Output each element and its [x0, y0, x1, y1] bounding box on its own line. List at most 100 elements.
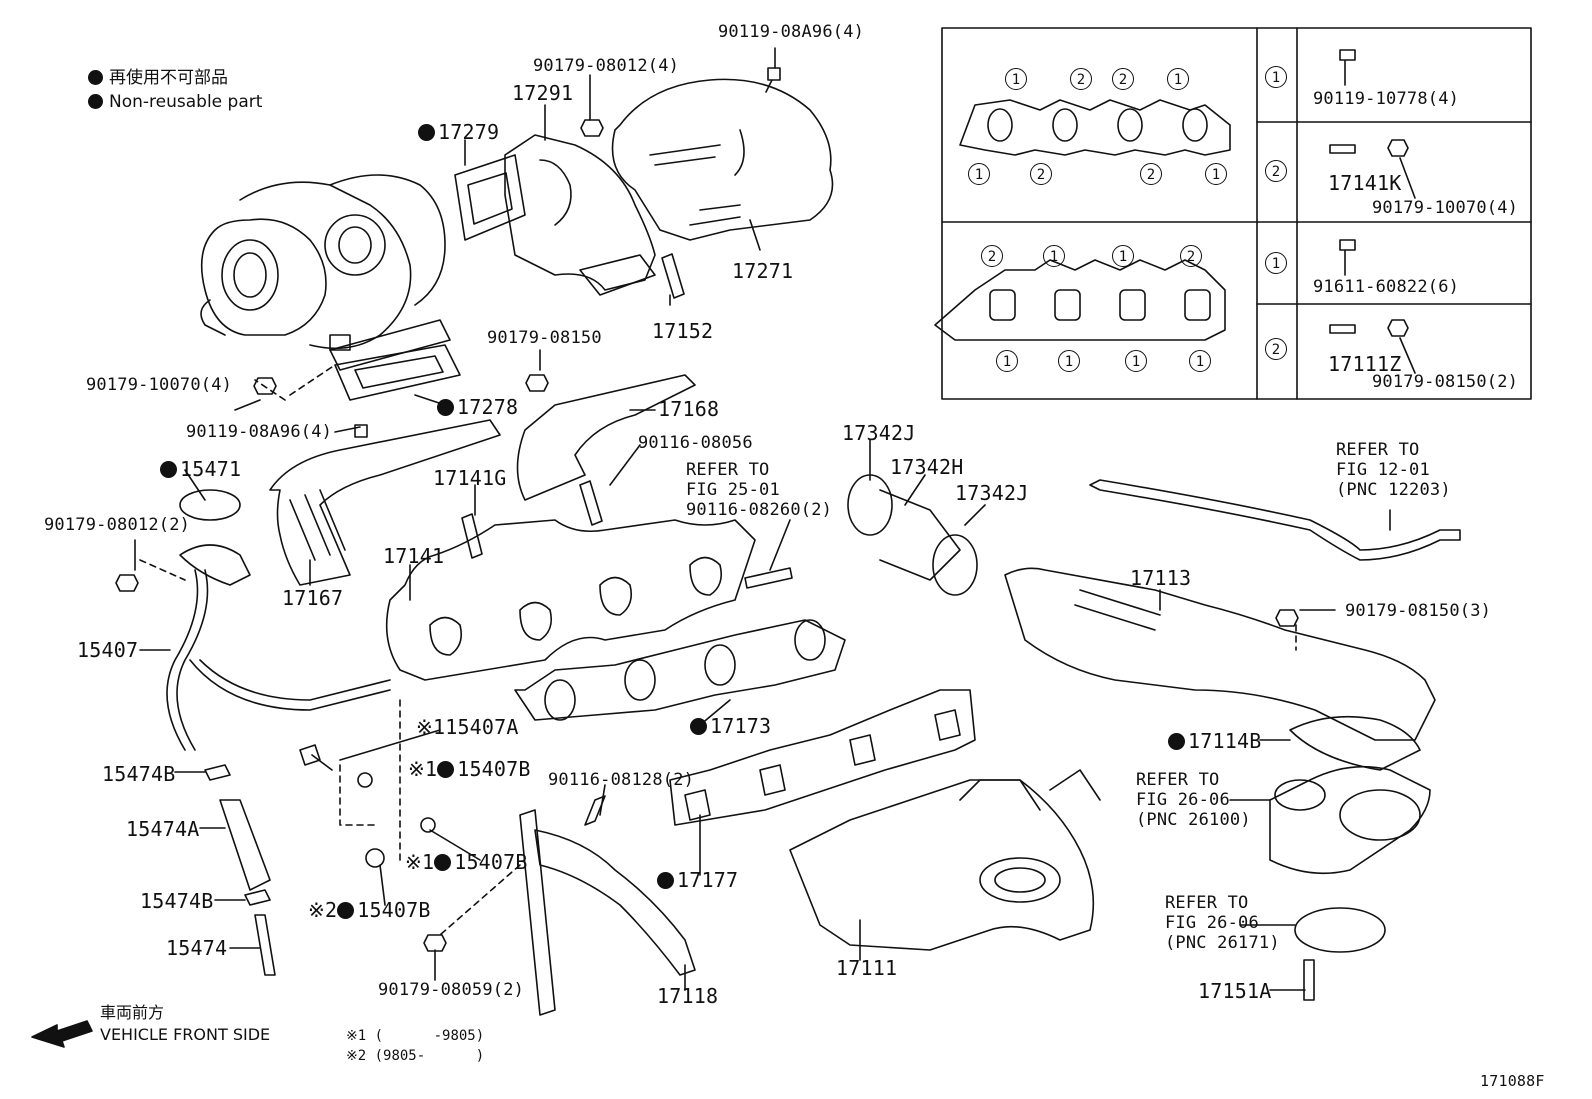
part-label-nonreusable[interactable]: 17173 [690, 715, 771, 737]
washer-mid [420, 817, 436, 833]
vehicle-front-label: 車両前方 VEHICLE FRONT SIDE [100, 1002, 270, 1046]
dashed-leaders [139, 559, 1297, 936]
circled-number: 2 [1180, 245, 1202, 267]
part-label[interactable]: 17152 [652, 319, 714, 343]
legend-text-jp: 再使用不可部品 [109, 68, 228, 88]
part-label[interactable]: 17291 [512, 81, 574, 105]
washer-lower [365, 848, 385, 868]
part-label[interactable]: 90116-08128(2) [548, 770, 695, 790]
circled-number: 2 [981, 245, 1003, 267]
refer-line: FIG 26-06 [1136, 790, 1230, 810]
leader-lines [134, 47, 1391, 991]
refer-line: FIG 26-06 [1165, 913, 1259, 933]
front-text-jp: 車両前方 [100, 1003, 165, 1022]
front-text-en: VEHICLE FRONT SIDE [100, 1025, 271, 1044]
part-label[interactable]: 90119-08A96(4) [186, 422, 333, 442]
nut-90179-08012 [115, 574, 139, 592]
stud-90116-08260 [744, 567, 793, 589]
nonreusable-icon [1168, 733, 1185, 750]
elbow-17291-drawing [504, 134, 656, 296]
circled-number: 1 [1058, 350, 1080, 372]
circled-number: 1 [1043, 245, 1065, 267]
nonreusable-icon [434, 854, 452, 871]
box-part-label[interactable]: 90179-08150(2) [1372, 372, 1519, 392]
gasket-17177-drawing [669, 689, 976, 826]
part-label[interactable]: 17111 [836, 956, 898, 980]
circled-number: 1 [968, 163, 990, 185]
part-label[interactable]: 15474B [140, 889, 214, 913]
circled-number: 2 [1070, 68, 1092, 90]
legend-line-en: Non-reusable part [88, 90, 262, 114]
circled-number: 1 [1005, 68, 1027, 90]
egr-valve-drawing [1269, 765, 1431, 875]
part-label[interactable]: 90119-08A96(4) [718, 22, 865, 42]
part-label[interactable]: 17167 [282, 586, 344, 610]
part-label[interactable]: 17118 [657, 984, 719, 1008]
oil-pipe-15407 [166, 569, 391, 751]
part-label[interactable]: 17342H [890, 455, 964, 479]
row-key: 2 [1265, 160, 1287, 182]
part-label[interactable]: 90179-08150 [487, 328, 602, 348]
part-label[interactable]: 15474 [166, 936, 228, 960]
refer-line: FIG 12-01 [1336, 460, 1430, 480]
box-part-label[interactable]: 90119-10778(4) [1313, 89, 1460, 109]
water-pipe [1089, 479, 1461, 561]
part-label[interactable]: 17113 [1130, 566, 1192, 590]
gasket-17278 [334, 344, 461, 401]
row-key: 1 [1265, 66, 1287, 88]
refer-fig-25-01[interactable]: REFER TO FIG 25-01 [686, 460, 780, 500]
part-label-nonreusable[interactable]: 17177 [657, 869, 738, 891]
part-label-nonreusable[interactable]: 17278 [437, 396, 518, 418]
box-part-label[interactable]: 91611-60822(6) [1313, 277, 1460, 297]
part-label[interactable]: 17141 [383, 544, 445, 568]
intake-17111-drawing [789, 769, 1101, 951]
legend-line-jp: 再使用不可部品 [88, 66, 262, 90]
pipe-15474 [254, 914, 276, 976]
circled-number: 1 [1167, 68, 1189, 90]
part-label[interactable]: 17151A [1198, 979, 1272, 1003]
part-label[interactable]: 90179-08150(3) [1345, 601, 1492, 621]
part-label[interactable]: 90116-08260(2) [686, 500, 833, 520]
part-label[interactable]: 90116-08056 [638, 433, 753, 453]
part-label[interactable]: 15474A [126, 817, 200, 841]
flange-15471 [179, 489, 241, 521]
gasket-17173-drawing [514, 619, 846, 721]
circled-number: 1 [1112, 245, 1134, 267]
part-label-nonreusable[interactable]: 17114B [1168, 730, 1261, 752]
box-part-label[interactable]: 90179-10070(4) [1372, 198, 1519, 218]
part-label[interactable]: 90179-08059(2) [378, 980, 525, 1000]
part-label[interactable]: 15474B [102, 762, 176, 786]
part-label-nonreusable[interactable]: 17279 [418, 121, 499, 143]
refer-fig-12-01[interactable]: REFER TO FIG 12-01 (PNC 12203) [1336, 440, 1451, 500]
nonreusable-icon [657, 872, 674, 889]
part-label[interactable]: 17141G [433, 466, 507, 490]
part-label[interactable]: 90179-08012(4) [533, 56, 680, 76]
part-label[interactable]: 17342J [955, 481, 1029, 505]
refer-pnc: (PNC 26171) [1165, 933, 1280, 953]
circled-number: 2 [1140, 163, 1162, 185]
part-label[interactable]: 90179-08012(2) [44, 515, 191, 535]
part-label-nonreusable[interactable]: 15471 [160, 458, 241, 480]
nut-90179-08150 [525, 374, 549, 392]
part-label[interactable]: ※115407A [416, 715, 519, 739]
bolt-15407a [299, 744, 333, 771]
note-1: ※1 ( -9805) [346, 1028, 485, 1044]
part-label[interactable]: 90179-10070(4) [86, 375, 233, 395]
part-label[interactable]: 17342J [842, 421, 916, 445]
part-label[interactable]: 15407 [77, 638, 139, 662]
refer-fig-26-06-b[interactable]: REFER TO FIG 26-06 (PNC 26171) [1165, 893, 1280, 953]
bolt-90119-08a96 [354, 424, 368, 438]
refer-line: REFER TO [1136, 770, 1220, 790]
box-part-label[interactable]: 17141K [1328, 171, 1402, 195]
row-key: 1 [1265, 252, 1287, 274]
part-label[interactable]: 17168 [658, 397, 720, 421]
nut-90179-10070 [253, 377, 277, 395]
part-label[interactable]: 17271 [732, 259, 794, 283]
refer-fig-26-06-a[interactable]: REFER TO FIG 26-06 (PNC 26100) [1136, 770, 1251, 830]
bullet-icon [88, 70, 103, 85]
refer-line: FIG 25-01 [686, 480, 780, 500]
box-part-label[interactable]: 17111Z [1328, 352, 1402, 376]
